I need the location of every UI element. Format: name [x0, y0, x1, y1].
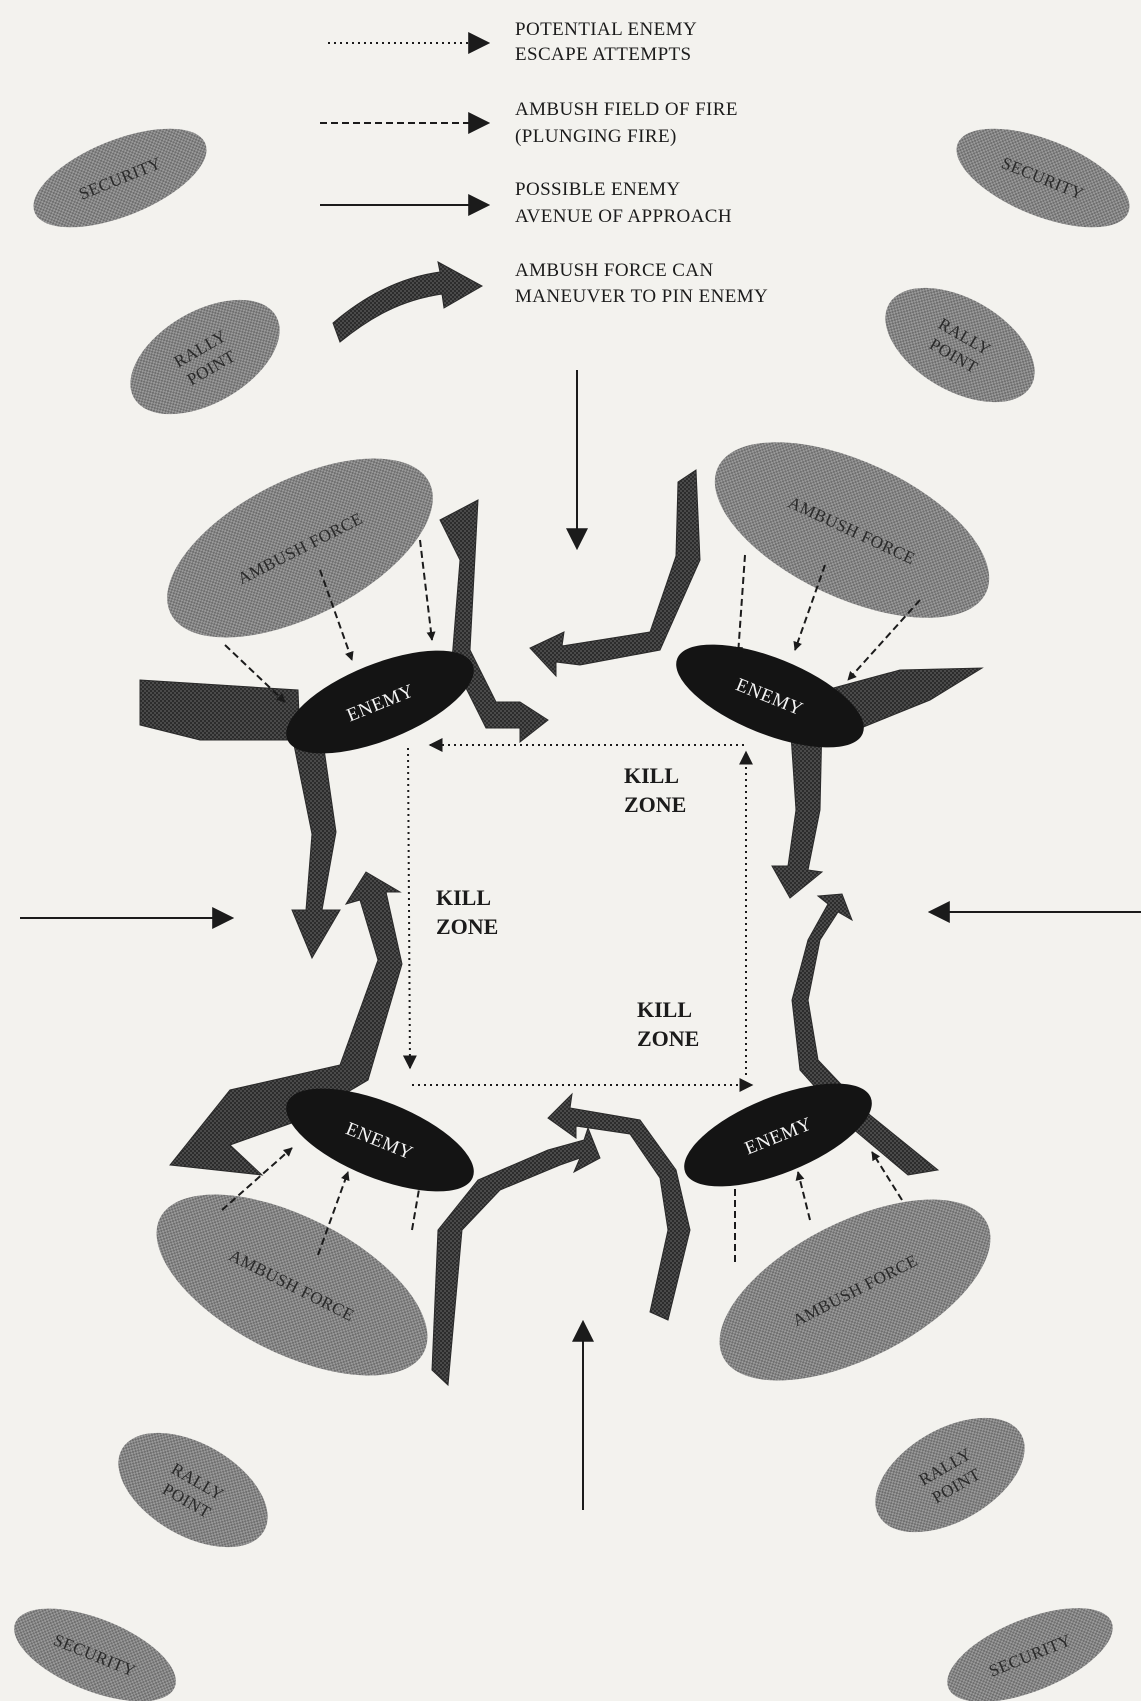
rally-point-top-left: RALLY POINT	[130, 299, 280, 415]
enemy-bottom-right: ENEMY	[684, 1083, 872, 1187]
security-bottom-right: SECURITY	[947, 1608, 1113, 1701]
security-top-left: SECURITY	[33, 128, 207, 228]
ambush-force-top-left: AMBUSH FORCE	[167, 458, 433, 638]
escape-arrow	[402, 747, 417, 1070]
legend-approach-line2: AVENUE OF APPROACH	[515, 206, 732, 227]
kill-zone-line1: KILL	[637, 997, 692, 1022]
kill-zone-top: KILL ZONE	[624, 763, 686, 817]
kill-zone-bottom: KILL ZONE	[637, 997, 699, 1051]
kill-zone-line2: ZONE	[637, 1026, 699, 1051]
maneuver-arrow	[771, 719, 824, 899]
enemy-bottom-left: ENEMY	[286, 1088, 474, 1192]
approach-arrows	[20, 370, 1141, 1510]
legend: POTENTIAL ENEMY ESCAPE ATTEMPTS AMBUSH F…	[320, 19, 768, 343]
legend-fire-line1: AMBUSH FIELD OF FIRE	[515, 99, 738, 120]
maneuver-arrow	[291, 734, 341, 960]
fire-arrow	[224, 644, 286, 703]
legend-item-approach: POSSIBLE ENEMY AVENUE OF APPROACH	[320, 179, 732, 227]
legend-maneuver-line2: MANEUVER TO PIN ENEMY	[515, 286, 768, 307]
enemy-top-left: ENEMY	[286, 650, 474, 754]
legend-escape-line2: ESCAPE ATTEMPTS	[515, 44, 692, 65]
maneuver-arrow	[439, 499, 549, 744]
kill-zone-line1: KILL	[436, 885, 491, 910]
fire-arrow	[317, 1171, 350, 1256]
fire-arrow	[847, 599, 921, 681]
fire-arrow	[793, 564, 826, 651]
legend-escape-line1: POTENTIAL ENEMY	[515, 19, 697, 40]
fire-arrow	[871, 1151, 903, 1201]
legend-item-maneuver: AMBUSH FORCE CAN MANEUVER TO PIN ENEMY	[332, 260, 768, 343]
fire-arrow	[221, 1147, 293, 1211]
maneuver-arrow	[529, 469, 701, 678]
ambush-force-bottom-right: AMBUSH FORCE	[719, 1199, 991, 1381]
kill-zone-left: KILL ZONE	[436, 885, 498, 939]
security-top-right: SECURITY	[956, 128, 1130, 228]
rally-point-bottom-left: RALLY POINT	[118, 1432, 268, 1548]
legend-fire-line2: (PLUNGING FIRE)	[515, 126, 677, 147]
legend-item-escape: POTENTIAL ENEMY ESCAPE ATTEMPTS	[328, 19, 697, 65]
legend-maneuver-line1: AMBUSH FORCE CAN	[515, 260, 714, 281]
kill-zone-line1: KILL	[624, 763, 679, 788]
legend-item-field-of-fire: AMBUSH FIELD OF FIRE (PLUNGING FIRE)	[320, 99, 738, 147]
kill-zone-line2: ZONE	[624, 792, 686, 817]
curved-thick-arrow-icon	[332, 261, 484, 343]
ambush-force-bottom-left: AMBUSH FORCE	[156, 1194, 428, 1376]
kill-zone-line2: ZONE	[436, 914, 498, 939]
escape-arrows	[402, 738, 754, 1092]
rally-point-top-right: RALLY POINT	[885, 287, 1035, 403]
fire-arrow	[319, 569, 354, 661]
rally-point-bottom-right: RALLY POINT	[875, 1417, 1025, 1533]
ambush-force-top-right: AMBUSH FORCE	[714, 442, 990, 618]
fire-arrow	[419, 539, 436, 641]
enemy-top-right: ENEMY	[676, 644, 864, 748]
fire-arrow	[795, 1171, 811, 1221]
maneuver-arrow	[139, 679, 301, 741]
legend-approach-line1: POSSIBLE ENEMY	[515, 179, 681, 200]
fire-arrow	[734, 554, 746, 656]
maneuver-arrow	[547, 1092, 691, 1321]
maneuver-arrow	[431, 1126, 601, 1387]
security-bottom-left: SECURITY	[14, 1608, 176, 1701]
maneuver-arrow	[169, 871, 403, 1176]
